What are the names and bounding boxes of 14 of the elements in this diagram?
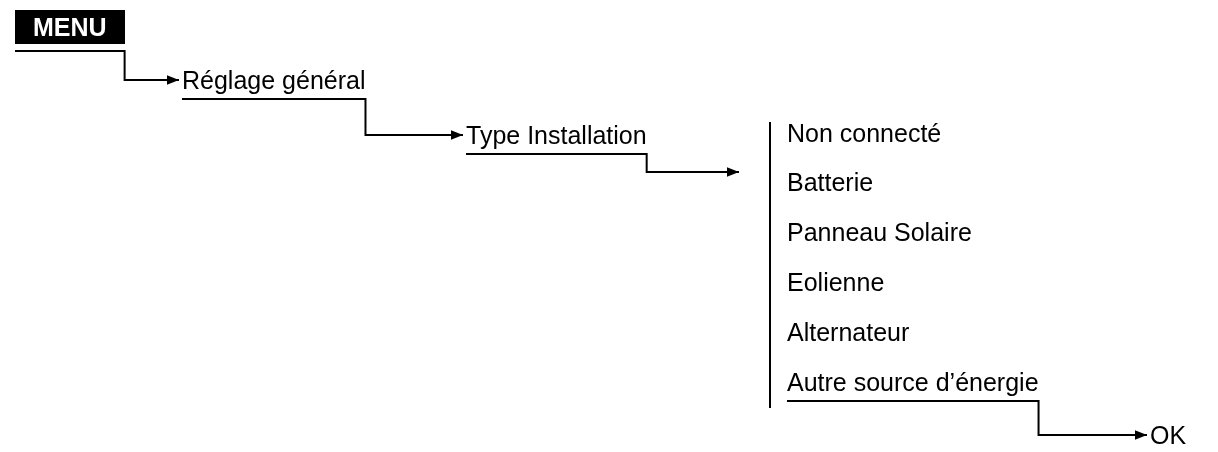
menu-item: Alternateur bbox=[787, 317, 910, 347]
menu-item: Réglage général bbox=[182, 65, 366, 95]
confirm-label: OK bbox=[1150, 420, 1187, 450]
menu-item: Type Installation bbox=[466, 120, 647, 150]
menu-item: Autre source d’énergie bbox=[787, 367, 1039, 397]
menu-item: Panneau Solaire bbox=[787, 217, 972, 247]
menu-item: Non connecté bbox=[787, 118, 942, 148]
arrow bbox=[786, 400, 1148, 440]
menu-item: Batterie bbox=[787, 167, 874, 197]
menu-label: MENU bbox=[15, 10, 125, 44]
arrow bbox=[14, 50, 180, 85]
menu-item: Eolienne bbox=[787, 267, 885, 297]
arrow bbox=[181, 98, 464, 140]
arrow bbox=[465, 153, 740, 177]
